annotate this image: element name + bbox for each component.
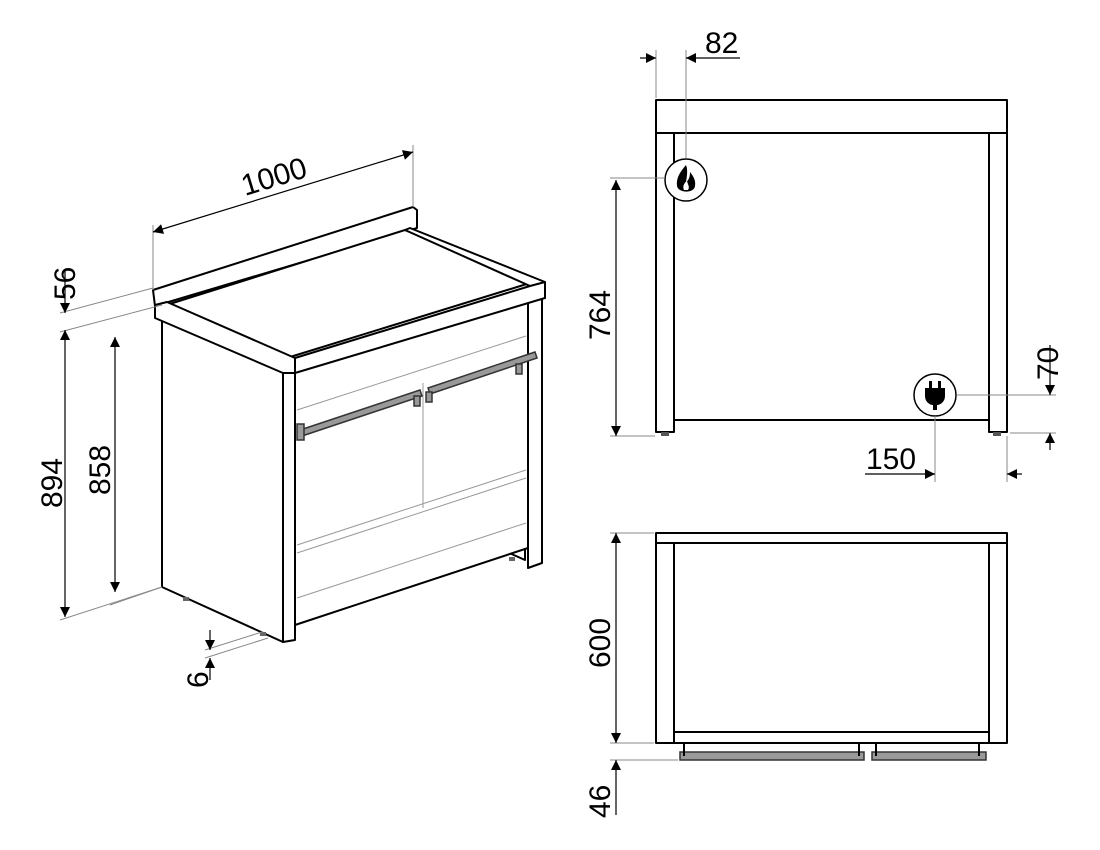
dim-plug-offset-label: 150: [866, 443, 916, 476]
dim-gas-height-label: 764: [584, 290, 617, 340]
dim-plug-height-label: 70: [1032, 347, 1065, 380]
dim-gas-offset-label: 82: [705, 27, 738, 60]
dim-handle-depth-label: 46: [584, 785, 617, 818]
dim-foot-label: 6: [182, 671, 215, 688]
dim-backsplash-label: 56: [49, 267, 82, 300]
side-panel: [161, 317, 284, 643]
rear-view: 82 764 70 150: [584, 27, 1065, 482]
dim-body-height-label: 858: [84, 445, 117, 495]
isometric-view: [152, 206, 546, 643]
left-column: [282, 371, 296, 643]
top-view: 600 46: [584, 532, 1008, 818]
flame-icon: [664, 158, 708, 202]
handle-left: [679, 743, 865, 761]
right-column: [527, 290, 543, 569]
dim-depth-label: 600: [584, 618, 617, 668]
front-top-edge: [294, 281, 546, 374]
dim-total-height-label: 894: [36, 458, 69, 508]
plug-icon: [913, 373, 957, 417]
handle-right: [871, 743, 987, 761]
